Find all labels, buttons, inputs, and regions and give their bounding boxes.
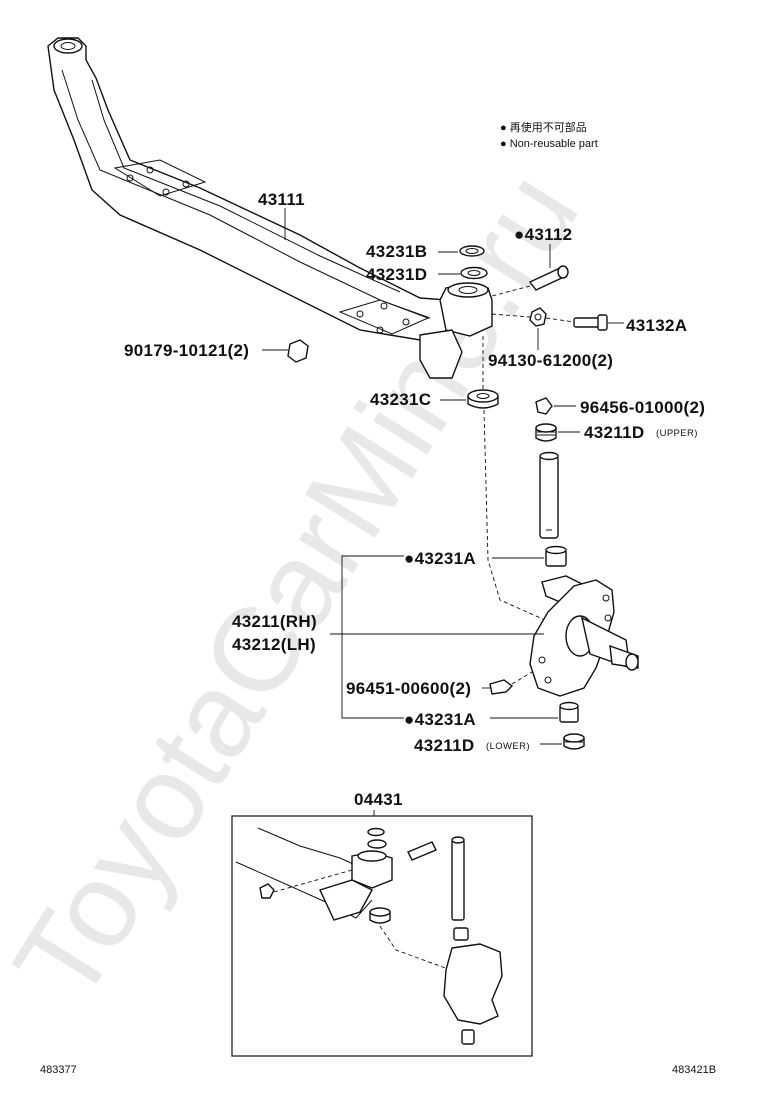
- label-cap-upper: 43211D: [584, 423, 644, 442]
- bushing-43231a-lower[interactable]: [559, 701, 579, 723]
- axle-beam[interactable]: [47, 37, 493, 379]
- label-nut-90179: 90179-10121(2): [124, 341, 249, 360]
- label-grease-96456: 96456-01000(2): [580, 398, 705, 417]
- label-bolt-43132a: 43132A: [626, 316, 687, 335]
- label-washer-43231b: 43231B: [366, 242, 427, 261]
- label-cap-lower-sub: (LOWER): [486, 741, 530, 752]
- label-kit-04431: 04431: [354, 790, 403, 809]
- bracket-knuckle-kit: [341, 555, 404, 719]
- bushing-43231a-upper[interactable]: [545, 545, 567, 567]
- footer-right-code: 483421B: [672, 1064, 716, 1076]
- kit-contents-illustration: [235, 827, 503, 1045]
- bearing-43231c[interactable]: [467, 389, 499, 409]
- label-cap-upper-sub: (UPPER): [656, 428, 698, 439]
- kingpin-bolt-43112[interactable]: [528, 265, 569, 291]
- bolt-43132a[interactable]: [573, 314, 608, 331]
- label-washer-43231d: 43231D: [366, 265, 427, 284]
- grease-fitting-96451[interactable]: [489, 679, 514, 695]
- washer-43231b[interactable]: [459, 245, 485, 257]
- steering-knuckle[interactable]: [529, 575, 639, 697]
- label-knuckle-lh: 43212(LH): [232, 635, 316, 654]
- washer-43231d[interactable]: [460, 266, 488, 280]
- label-axle-beam: 43111: [258, 190, 305, 209]
- king-pin[interactable]: [539, 451, 559, 539]
- footer-left-code: 483377: [40, 1064, 77, 1076]
- label-cap-lower: 43211D: [414, 736, 474, 755]
- label-bushing-upper: ●43231A: [404, 549, 476, 568]
- label-nut-94130: 94130-61200(2): [488, 351, 613, 370]
- legend-non-reusable-en: ● Non-reusable part: [500, 138, 598, 150]
- label-kingpin-bolt: ●43112: [514, 225, 572, 244]
- nut-90179[interactable]: [287, 339, 309, 363]
- cap-upper-43211d[interactable]: [535, 423, 557, 442]
- legend-non-reusable-jp: ● 再使用不可部品: [500, 120, 587, 134]
- nut-94130[interactable]: [529, 307, 547, 327]
- label-bushing-lower: ●43231A: [404, 710, 476, 729]
- grease-fitting-96456[interactable]: [535, 397, 553, 415]
- label-knuckle-rh: 43211(RH): [232, 612, 317, 631]
- label-grease-96451: 96451-00600(2): [346, 679, 471, 698]
- cap-lower-43211d[interactable]: [563, 733, 585, 750]
- label-bearing-43231c: 43231C: [370, 390, 431, 409]
